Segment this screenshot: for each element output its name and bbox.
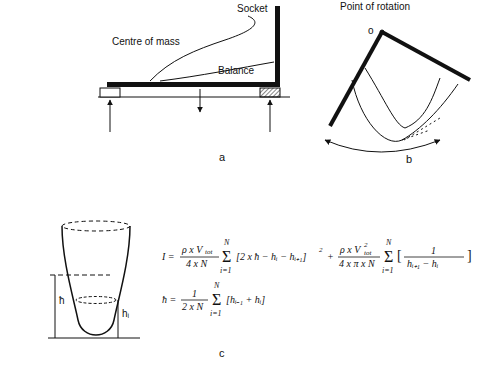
- formula-term: tot: [364, 250, 371, 257]
- formula-term: 4 x N: [186, 259, 207, 269]
- formula-term: N: [386, 239, 391, 247]
- formula-term: ]: [467, 249, 472, 263]
- dimension-label: hᵢ: [122, 309, 129, 319]
- formula-term: +: [327, 252, 334, 262]
- formula-term: I =: [162, 252, 175, 262]
- part-label: Point of rotation: [340, 2, 410, 12]
- dimension-label: ħ: [59, 296, 65, 306]
- formula-term: tot: [205, 249, 212, 256]
- formula-term: 2: [364, 242, 368, 249]
- panel-letter: c: [219, 348, 225, 359]
- panel-b: [325, 30, 470, 152]
- formula-term: 1: [192, 289, 197, 299]
- formula-term: N: [214, 282, 219, 290]
- panel-a: [98, 6, 290, 132]
- formula-term: [hᵢ₋₁ + hᵢ]: [226, 295, 265, 305]
- formula-term: Σ: [212, 292, 221, 308]
- point-label: o: [368, 26, 374, 36]
- formula-term: ρ x V: [340, 245, 360, 255]
- formula-term: 4 x π x N: [339, 259, 375, 269]
- formula-term: i=1: [382, 267, 394, 275]
- formula-term: 2: [319, 247, 323, 254]
- formula-term: 1: [431, 246, 436, 256]
- formula-term: 2 x N: [182, 302, 203, 312]
- formula-term: ħ =: [162, 295, 176, 305]
- panel-letter: a: [219, 152, 225, 163]
- formula-term: Σ: [222, 249, 231, 265]
- formula-term: N: [224, 239, 229, 247]
- formula-term: [2 x ħ − hᵢ − hᵢ₊₁]: [236, 252, 306, 262]
- panel-c: [48, 221, 464, 338]
- part-label: Balance: [218, 66, 254, 76]
- part-label: Centre of mass: [112, 37, 180, 47]
- formula-term: i=1: [220, 267, 232, 275]
- part-label: Socket: [237, 4, 268, 14]
- formula-term: hᵢ₊₁ − hᵢ: [407, 259, 438, 269]
- formula-term: i=1: [210, 310, 222, 318]
- formula-term: Σ: [384, 249, 393, 265]
- formula-term: ρ x V: [182, 245, 202, 255]
- panel-letter: b: [406, 154, 412, 165]
- formula-term: [: [397, 249, 402, 263]
